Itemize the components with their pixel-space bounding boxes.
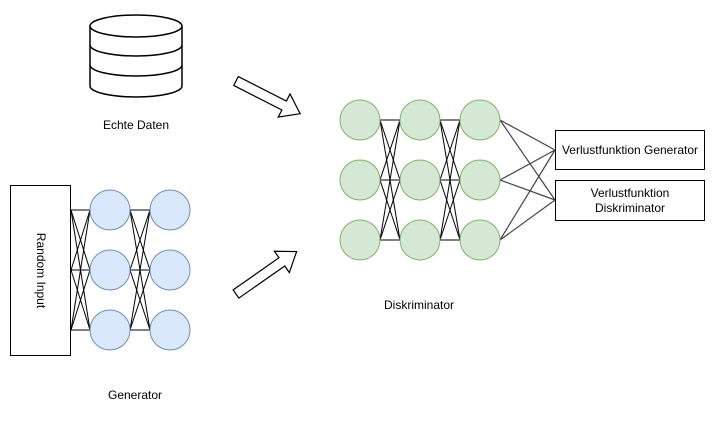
discriminator-neuron [459,159,501,201]
loss-generator-label: Verlustfunktion Generator [561,142,699,157]
generator-neuron [89,309,131,351]
generator-connection [70,209,91,331]
generator-neuron [89,189,131,231]
discriminator-connections [379,119,461,241]
discriminator-neuron [459,219,501,261]
discriminator-connection [439,119,461,181]
generator-connection [129,269,151,331]
generator-connection [129,209,151,331]
arrow-generator-to-discriminator [232,250,298,299]
output-connection [499,119,556,151]
output-connection [499,149,556,181]
discriminator-neuron [399,159,441,201]
generator-connection [129,209,151,271]
loss-discriminator-label-line2: Diskriminator [594,200,665,215]
generator-neuron [149,309,191,351]
output-connection [499,119,556,201]
generator-neuron [149,189,191,231]
database-icon [89,14,183,98]
loss-discriminator-box: Verlustfunktion Diskriminator [555,180,705,221]
random-input-box: Random Input [10,185,71,356]
generator-label: Generator [107,388,163,402]
real-data-label: Echte Daten [102,118,170,132]
output-connection [499,199,556,241]
discriminator-neuron [399,99,441,141]
discriminator-neuron [339,99,381,141]
generator-neuron [89,249,131,291]
output-connection [499,149,556,241]
discriminator-label: Diskriminator [383,298,454,312]
discriminator-neuron [339,159,381,201]
output-connections [499,119,556,241]
loss-discriminator-label-line1: Verlustfunktion [590,185,670,200]
discriminator-neuron [399,219,441,261]
loss-generator-box: Verlustfunktion Generator [555,130,705,170]
discriminator-connection [379,179,401,241]
generator-connections [70,209,151,331]
discriminator-connection [379,119,401,181]
generator-connection [70,269,91,331]
random-input-label: Random Input [34,232,49,309]
discriminator-connection [439,119,461,241]
output-connection [499,179,556,201]
generator-neuron [149,249,191,291]
discriminator-connection [439,179,461,241]
discriminator-neuron [339,219,381,261]
arrow-data-to-discriminator [232,75,302,118]
discriminator-neuron [459,99,501,141]
discriminator-connection [379,119,401,241]
generator-connection [70,209,91,271]
